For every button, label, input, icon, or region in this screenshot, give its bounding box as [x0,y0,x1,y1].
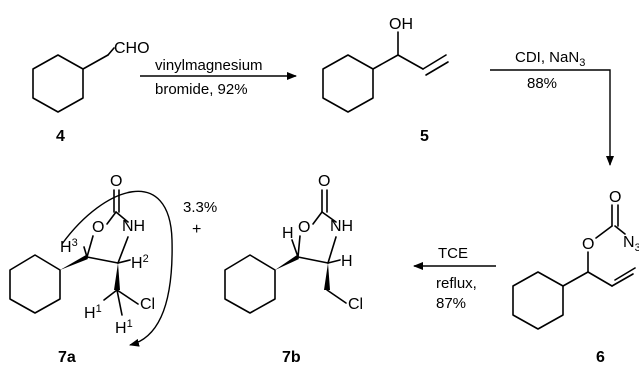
chloro-label-7b: Cl [348,296,363,313]
compound-7a: O O NH H3 H2 Cl H1 H1 7a [9,173,155,366]
noe-arrow: 3.3% [61,190,217,347]
reaction-arrow-3: TCE reflux, 87% [413,245,496,312]
nh-label-7b: NH [330,218,353,235]
carbonyl-oxygen-label-7a: O [110,173,122,190]
step1-reagent-line1: vinylmagnesium [155,57,263,74]
wedge-bond-7b-c5 [275,255,299,270]
cyclohexane-ring-6 [512,271,564,330]
plus-sign: + [192,221,201,238]
step3-reagent-line2: reflux, [436,275,477,292]
h3-label-7a: H3 [60,237,78,256]
compound-4: CHO 4 [32,40,150,145]
carbonyl-oxygen-label-7b: O [318,173,330,190]
wedge-bond-7b-c4 [324,263,330,290]
wedge-bond-7a-c4 [114,263,120,290]
wedge-bond-7a-c5 [60,255,88,270]
h1a-label-7a: H1 [84,303,102,322]
hydroxyl-label-5: OH [389,16,413,33]
cyclohexane-ring-7a [9,254,61,314]
compound-5: OH 5 [322,16,449,145]
compound-label-7a: 7a [58,349,76,366]
azide-label-6: N3 [623,234,639,254]
h2-label-7a: H2 [131,253,149,272]
compound-7b: O O NH H H Cl 7b [224,173,363,366]
ring-oxygen-label-7b: O [298,219,310,236]
step3-reagent-line1: TCE [438,245,468,262]
compound-label-5: 5 [420,128,429,145]
h-label-right-7b: H [341,253,353,270]
compound-6: O O N3 6 [512,189,639,366]
compound-label-6: 6 [596,349,605,366]
compound-label-4: 4 [56,128,65,145]
nh-label-7a: NH [122,218,145,235]
ester-oxygen-label-6: O [582,236,594,253]
reaction-arrow-1: vinylmagnesium bromide, 92% [140,57,297,98]
carbonyl-oxygen-label-6: O [609,189,621,206]
h1b-label-7a: H1 [115,318,133,337]
cyclohexane-ring-7b [224,254,276,314]
step1-reagent-line2: bromide, 92% [155,81,248,98]
h-label-left-7b: H [282,225,294,242]
step2-reagent-line1: CDI, NaN3 [515,49,585,69]
chloro-label-7a: Cl [140,296,155,313]
compound-label-7b: 7b [282,349,301,366]
cyclohexane-ring-4 [32,54,84,113]
ring-oxygen-label-7a: O [92,219,104,236]
reaction-arrow-2: CDI, NaN3 88% [490,49,614,166]
step3-reagent-line3: 87% [436,295,466,312]
noe-percentage: 3.3% [183,199,217,216]
aldehyde-group-label: CHO [114,40,150,57]
step2-reagent-line2: 88% [527,75,557,92]
cyclohexane-ring-5 [322,54,374,113]
